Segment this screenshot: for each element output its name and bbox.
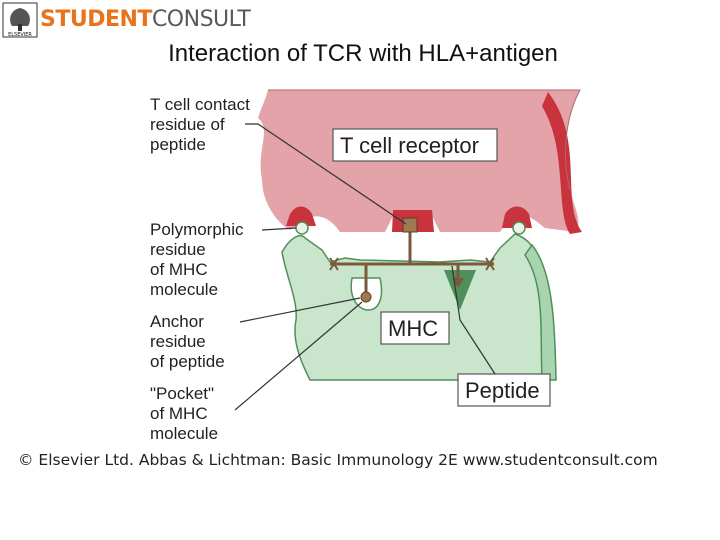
slide-title-text: Interaction of TCR with HLA+antigen [168,40,558,67]
peptide-label-box [457,373,551,407]
anchor-residue-label: Anchor residue of peptide [150,312,225,371]
brand-name: STUDENTCONSULT [40,6,251,34]
tcr-label: T cell receptor [340,133,479,158]
copyright-notice: © Elsevier Ltd. Abbas & Lichtman: Basic … [18,451,658,469]
callout-lines [234,123,496,411]
brand-student: STUDENT [40,7,152,32]
tcr-contact-label: T cell contact residue of peptide [150,95,255,154]
tcr-label-box [332,128,498,162]
brand-consult: CONSULT [151,7,251,32]
pocket-label: "Pocket" of MHC molecule [150,384,219,443]
student-consult-logo: ELSEVIER STUDENTCONSULT [0,0,251,40]
mhc-label-box [380,311,450,345]
peptide-chain [329,217,495,303]
polymorphic-residue-left [295,221,309,235]
mhc-shape [281,233,557,381]
elsevier-tree-logo: ELSEVIER [2,2,38,38]
publisher-logo-text: ELSEVIER [8,32,32,38]
polymorphic-residue-right [512,221,526,235]
slide-title: Interaction of TCR with HLA+antigen [0,38,720,70]
mhc-label: MHC [388,316,438,341]
tcr-shape [258,89,582,234]
peptide-label: Peptide [465,378,540,403]
polymorphic-residue-label: Polymorphic residue of MHC molecule [150,220,248,299]
